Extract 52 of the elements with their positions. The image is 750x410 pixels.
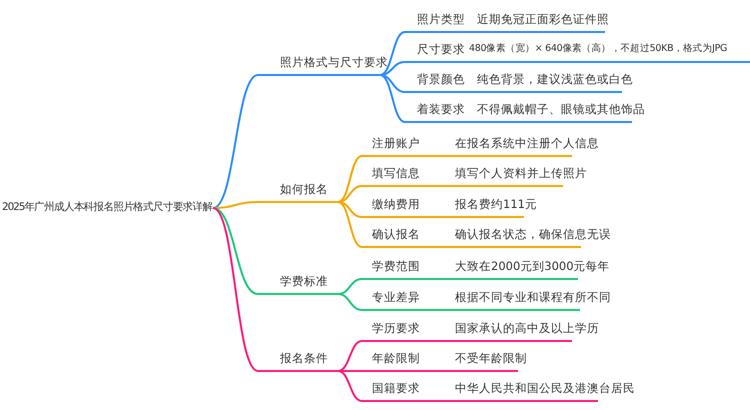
item-label: 背景颜色 [417, 71, 465, 87]
detail-text: 大致在2000元到3000元每年 [455, 258, 610, 274]
detail-text: 不受年龄限制 [455, 350, 527, 366]
branch-label: 报名条件 [280, 350, 328, 366]
item-label: 确认报名 [372, 226, 420, 242]
item-label: 专业差异 [372, 289, 420, 305]
branch-line [380, 74, 406, 93]
branch-line [212, 201, 258, 209]
detail-text: 纯色背景，建议浅蓝色或白色 [477, 71, 633, 87]
branch-line [380, 31, 406, 76]
branch-line [338, 293, 362, 311]
branch-line [380, 74, 406, 123]
branch-line [338, 155, 362, 203]
branch-line [338, 185, 362, 203]
detail-text: 根据不同专业和课程有所不同 [455, 289, 611, 305]
detail-text: 国家承认的高中及以上学历 [455, 320, 599, 336]
topic-branch [258, 350, 338, 372]
item-label: 注册账户 [372, 135, 420, 151]
topic-branch [258, 181, 338, 203]
branch-label: 照片格式与尺寸要求 [280, 54, 388, 70]
branch-line [212, 207, 258, 295]
leaf-branch [405, 41, 750, 63]
branch-line [338, 370, 362, 402]
item-label: 国籍要求 [372, 380, 420, 396]
item-label: 学历要求 [372, 320, 420, 336]
detail-text: 中华人民共和国公民及港澳台居民 [455, 380, 635, 396]
branch-line [338, 201, 362, 248]
item-label: 学费范围 [372, 258, 420, 274]
item-label: 尺寸要求 [417, 41, 465, 57]
item-label: 着装要求 [417, 101, 465, 117]
item-label: 缴纳费用 [372, 196, 420, 212]
detail-text: 确认报名状态，确保信息无误 [455, 226, 611, 242]
detail-text: 480像素（宽）× 640像素（高），不超过50KB，格式为JPG [469, 42, 728, 56]
detail-text: 报名费约111元 [455, 196, 537, 212]
detail-text: 填写个人资料并上传照片 [455, 165, 587, 181]
branch-line [338, 201, 362, 218]
detail-text: 在报名系统中注册个人信息 [455, 135, 599, 151]
branch-label: 学费标准 [280, 273, 328, 289]
detail-text: 不得佩戴帽子、眼镜或其他饰品 [477, 101, 645, 117]
branch-label: 如何报名 [280, 181, 328, 197]
branch-line [380, 61, 406, 76]
detail-text: 近期免冠正面彩色证件照 [477, 11, 609, 27]
branch-line [338, 278, 362, 295]
item-label: 年龄限制 [372, 350, 420, 366]
root-label: 2025年广州成人本科报名照片格式尺寸要求详解 [2, 200, 212, 215]
branch-line [338, 370, 362, 372]
branch-line [212, 74, 258, 209]
branch-line [338, 340, 362, 372]
topic-branch [258, 273, 338, 295]
item-label: 填写信息 [372, 165, 420, 181]
branch-line [212, 207, 259, 372]
item-label: 照片类型 [417, 11, 465, 27]
